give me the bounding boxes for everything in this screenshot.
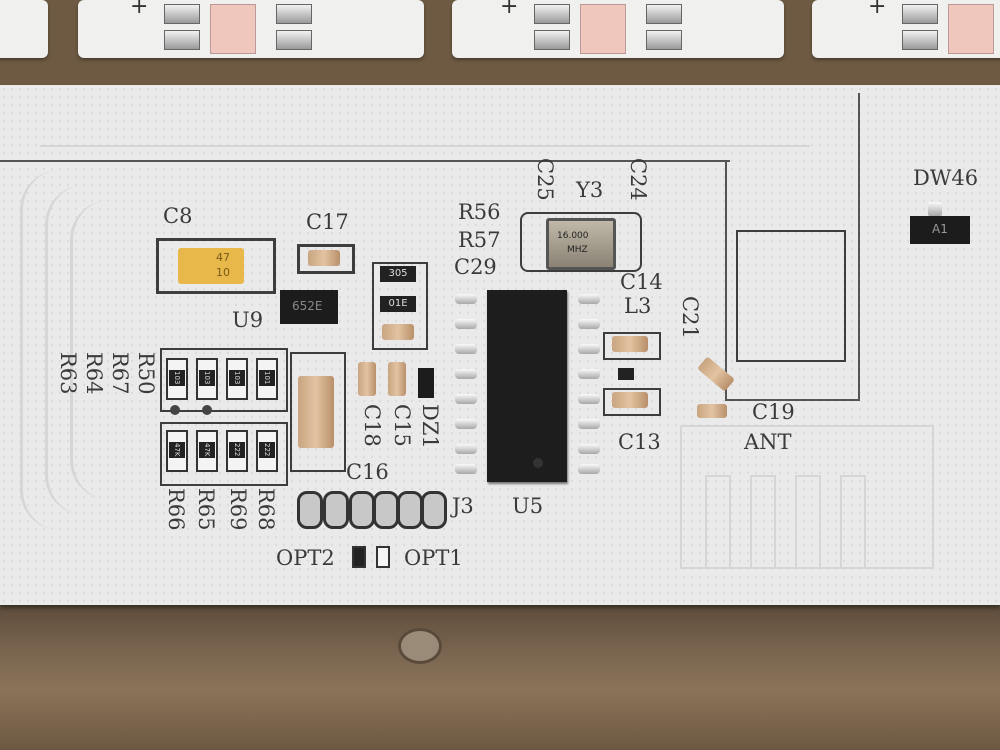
j3-pin-5 [397, 491, 423, 529]
j3-pin-2 [323, 491, 349, 529]
label-c13: C13 [618, 430, 661, 454]
plus-mark: + [868, 0, 887, 19]
transistor-u9: 652E [280, 290, 338, 324]
label-r68: R68 [254, 488, 278, 531]
led [948, 4, 994, 54]
resistor-305: 305 [380, 266, 416, 282]
capacitor-c15 [388, 362, 406, 396]
label-r67: R67 [108, 352, 132, 395]
plus-mark: + [500, 0, 519, 19]
shield-outline [736, 230, 846, 362]
capacitor-c19 [697, 404, 727, 418]
diode-dw46: A1 [910, 216, 970, 244]
resistor-r67: 103 [226, 358, 248, 400]
label-c17: C17 [306, 210, 349, 234]
resistor-r68: 222 [256, 430, 278, 472]
label-r57: R57 [458, 228, 501, 252]
mounting-hole [398, 628, 442, 664]
capacitor-c13 [612, 392, 648, 408]
capacitor-c14 [612, 336, 648, 352]
led-strip-2: + [452, 0, 784, 58]
diode-dz1 [418, 368, 434, 398]
resistor-r69: 222 [226, 430, 248, 472]
j3-pin-4 [373, 491, 399, 529]
label-c25: C25 [533, 158, 557, 201]
resistor-01e: 01E [380, 296, 416, 312]
label-r56: R56 [458, 200, 501, 224]
led [580, 4, 626, 54]
resistor-r50: 101 [256, 358, 278, 400]
label-y3: Y3 [576, 178, 604, 202]
resistor-r65: 47K [196, 430, 218, 472]
crystal-y3: 16.000 MHZ [546, 218, 616, 270]
label-c29: C29 [454, 255, 497, 279]
label-c21: C21 [678, 296, 702, 339]
capacitor-c16-bulk [298, 376, 334, 448]
led [210, 4, 256, 54]
label-u5: U5 [512, 494, 544, 518]
label-c16: C16 [346, 460, 389, 484]
capacitor-c18 [358, 362, 376, 396]
c8-outline [156, 238, 276, 294]
opt-jumper-1 [376, 546, 390, 568]
opt-jumper-2 [352, 546, 366, 568]
label-opt2: OPT2 [276, 546, 335, 570]
capacitor-c17 [308, 250, 340, 266]
label-u9: U9 [232, 308, 264, 332]
label-c19: C19 [752, 400, 795, 424]
resistor-r64: 103 [196, 358, 218, 400]
tantalum-capacitor: 47 10 [178, 248, 244, 284]
tantalum-marking-2: 10 [216, 266, 230, 279]
label-c15: C15 [390, 404, 414, 447]
label-ant: ANT [744, 430, 792, 454]
y3-outline [520, 212, 642, 272]
plus-mark: + [130, 0, 149, 19]
ic-u5 [487, 290, 567, 482]
label-r64: R64 [82, 352, 106, 395]
inductor-l3 [618, 368, 634, 380]
led-strip-3: + [812, 0, 1000, 58]
j3-pin-3 [349, 491, 375, 529]
resistor-r66: 47K [166, 430, 188, 472]
led-strip-1: + [78, 0, 424, 58]
u9-marking: 652E [292, 299, 323, 313]
label-r65: R65 [194, 488, 218, 531]
label-opt1: OPT1 [404, 546, 463, 570]
c17-outline [297, 244, 355, 274]
label-l3: L3 [624, 294, 652, 318]
crystal-unit: MHZ [567, 245, 588, 255]
label-c24: C24 [626, 158, 650, 201]
label-c18: C18 [360, 404, 384, 447]
resistor-r63: 103 [166, 358, 188, 400]
j3-pin-6 [421, 491, 447, 529]
label-r66: R66 [164, 488, 188, 531]
crystal-frequency: 16.000 [557, 231, 589, 241]
label-c8: C8 [163, 204, 193, 228]
label-r50: R50 [134, 352, 158, 395]
wooden-desk [0, 600, 1000, 750]
tantalum-marking-1: 47 [216, 251, 230, 264]
dw46-marking: A1 [932, 222, 948, 236]
capacitor-small [382, 324, 414, 340]
label-r69: R69 [226, 488, 250, 531]
label-dw46: DW46 [913, 166, 979, 190]
label-r63: R63 [56, 352, 80, 395]
led-strip-left [0, 0, 48, 58]
label-dz1: DZ1 [418, 404, 442, 449]
label-j3: J3 [452, 494, 474, 518]
j3-pin-1 [297, 491, 323, 529]
label-c14: C14 [620, 270, 663, 294]
